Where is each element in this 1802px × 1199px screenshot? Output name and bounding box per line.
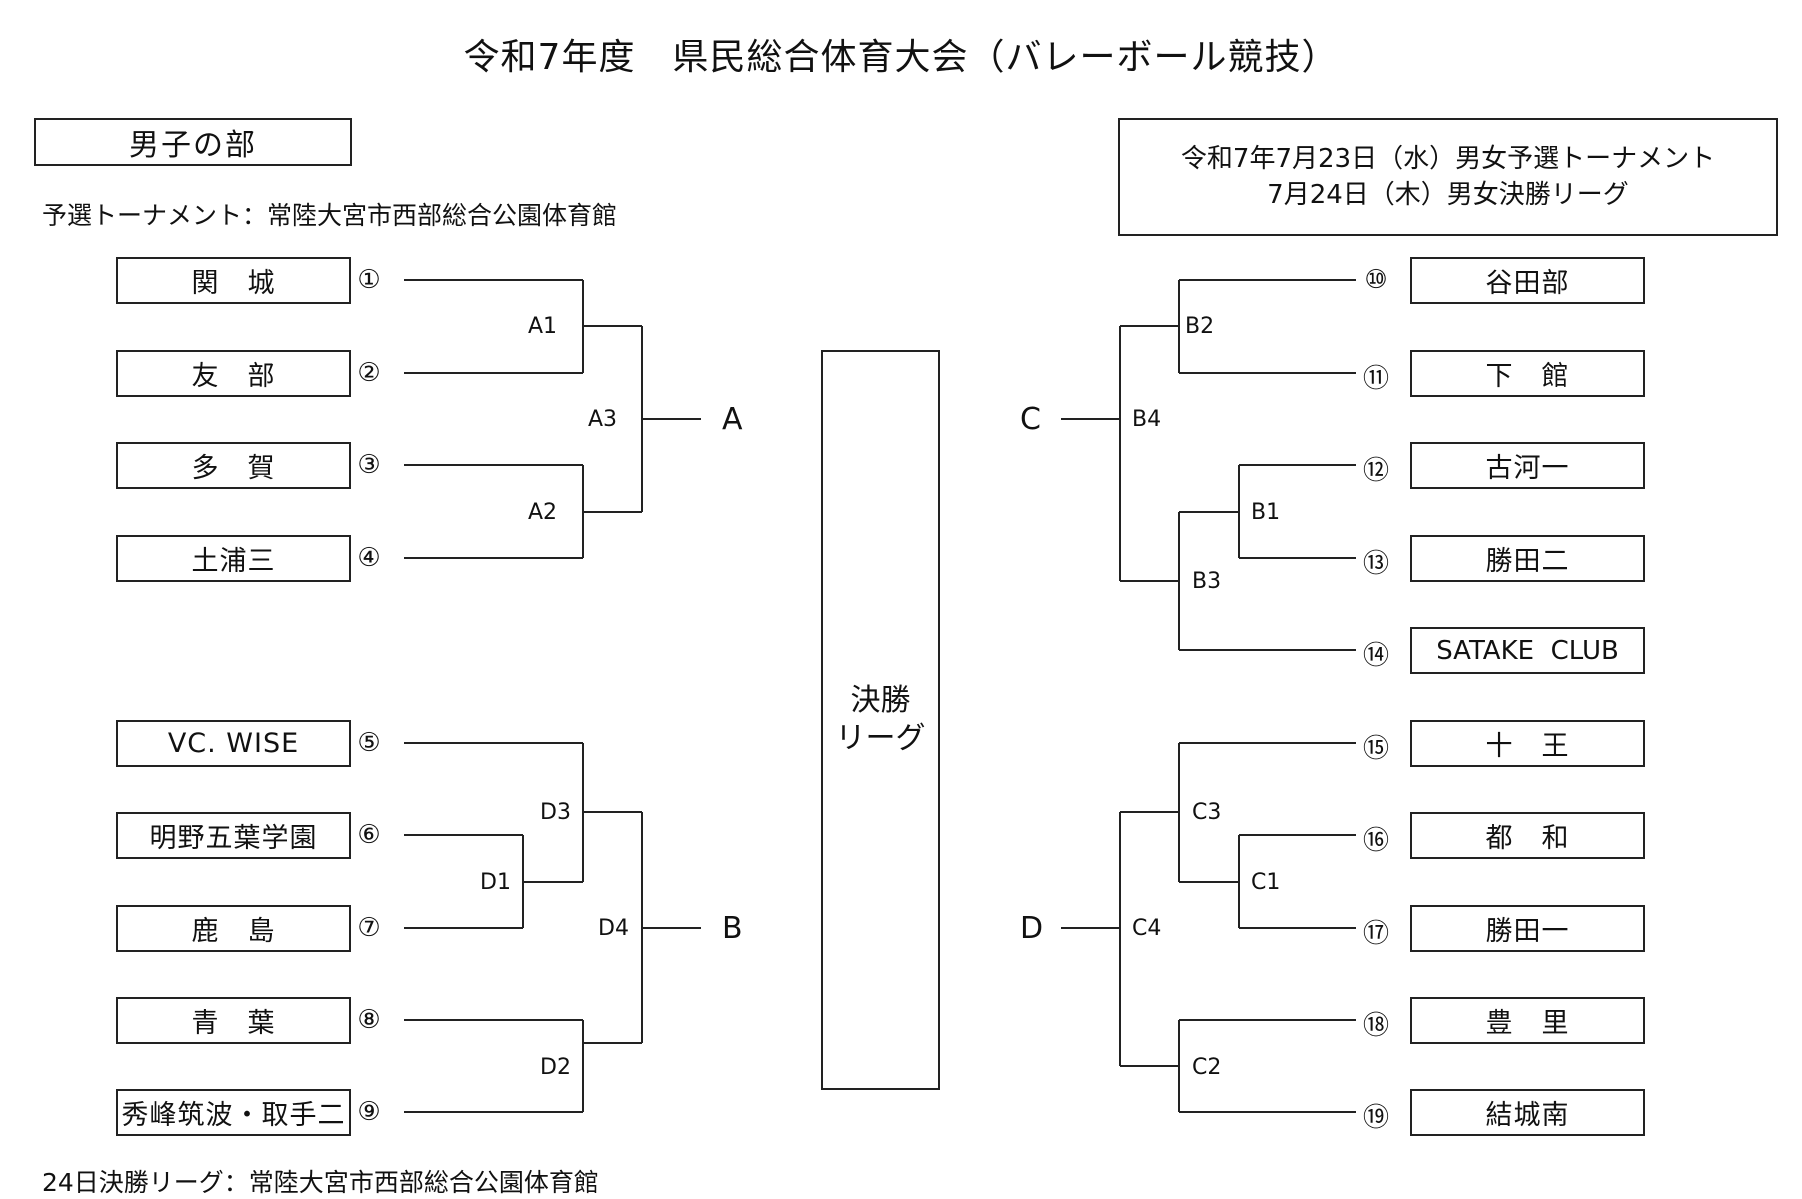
division-label: 男子の部 — [34, 118, 352, 166]
game-label-a2: A2 — [528, 500, 558, 525]
team-box-8: 青 葉 — [116, 997, 351, 1044]
game-label-c2: C2 — [1192, 1055, 1222, 1080]
seed-number-4: ④ — [357, 543, 381, 573]
seed-number-7: ⑦ — [357, 913, 381, 943]
team-box-17: 勝田一 — [1410, 905, 1645, 952]
team-box-10: 谷田部 — [1410, 257, 1645, 304]
team-box-9: 秀峰筑波・取手二 — [116, 1089, 351, 1136]
team-box-15: 十 王 — [1410, 720, 1645, 767]
game-label-d3: D3 — [540, 800, 571, 825]
final-venue: 24日決勝リーグ：常陸大宮市西部総合公園体育館 — [42, 1168, 599, 1197]
game-label-b4: B4 — [1132, 407, 1162, 432]
team-box-19: 結城南 — [1410, 1089, 1645, 1136]
final-league-line-2: リーグ — [835, 721, 926, 756]
game-label-d1: D1 — [480, 870, 511, 895]
schedule-line-2: 7月24日（木）男女決勝リーグ — [1267, 180, 1629, 210]
seed-number-11: ⑪ — [1362, 364, 1389, 394]
seed-number-5: ⑤ — [357, 728, 381, 758]
block-label-b: B — [722, 911, 743, 946]
team-box-18: 豊 里 — [1410, 997, 1645, 1044]
seed-number-10: ⑩ — [1364, 265, 1388, 295]
game-label-d2: D2 — [540, 1055, 571, 1080]
team-box-5: VC. WISE — [116, 720, 351, 767]
seed-number-16: ⑯ — [1362, 826, 1389, 856]
game-label-b1: B1 — [1251, 500, 1281, 525]
schedule-line-1: 令和7年7月23日（水）男女予選トーナメント — [1180, 144, 1716, 174]
seed-number-15: ⑮ — [1362, 734, 1389, 764]
game-label-c3: C3 — [1192, 800, 1222, 825]
game-label-c1: C1 — [1251, 870, 1281, 895]
team-box-13: 勝田二 — [1410, 535, 1645, 582]
seed-number-17: ⑰ — [1362, 919, 1389, 949]
game-label-c4: C4 — [1132, 916, 1162, 941]
block-label-d: D — [1020, 911, 1044, 946]
block-label-a: A — [722, 402, 743, 437]
seed-number-12: ⑫ — [1362, 456, 1389, 486]
schedule-box: 令和7年7月23日（水）男女予選トーナメント 7月24日（木）男女決勝リーグ — [1118, 118, 1778, 236]
game-label-b3: B3 — [1192, 569, 1222, 594]
team-box-4: 土浦三 — [116, 535, 351, 582]
team-box-12: 古河一 — [1410, 442, 1645, 489]
block-label-c: C — [1020, 402, 1041, 437]
team-box-1: 関 城 — [116, 257, 351, 304]
seed-number-2: ② — [357, 358, 381, 388]
seed-number-3: ③ — [357, 450, 381, 480]
game-label-a1: A1 — [528, 314, 558, 339]
game-label-a3: A3 — [588, 407, 618, 432]
team-box-16: 都 和 — [1410, 812, 1645, 859]
seed-number-9: ⑨ — [357, 1097, 381, 1127]
seed-number-19: ⑲ — [1362, 1103, 1389, 1133]
final-league-line-1: 決勝 — [850, 683, 911, 718]
seed-number-1: ① — [357, 265, 381, 295]
game-label-b2: B2 — [1185, 314, 1215, 339]
team-box-3: 多 賀 — [116, 442, 351, 489]
page-title: 令和7年度 県民総合体育大会（バレーボール競技） — [463, 37, 1339, 78]
seed-number-14: ⑭ — [1362, 641, 1389, 671]
team-box-6: 明野五葉学園 — [116, 812, 351, 859]
team-box-2: 友 部 — [116, 350, 351, 397]
prelim-venue: 予選トーナメント：常陸大宮市西部総合公園体育館 — [42, 201, 618, 230]
team-box-7: 鹿 島 — [116, 905, 351, 952]
seed-number-18: ⑱ — [1362, 1011, 1389, 1041]
seed-number-13: ⑬ — [1362, 549, 1389, 579]
seed-number-8: ⑧ — [357, 1005, 381, 1035]
team-box-11: 下 館 — [1410, 350, 1645, 397]
team-box-14: SATAKE CLUB — [1410, 627, 1645, 674]
game-label-d4: D4 — [598, 916, 629, 941]
seed-number-6: ⑥ — [357, 820, 381, 850]
final-league-box: 決勝 リーグ — [821, 350, 940, 1090]
